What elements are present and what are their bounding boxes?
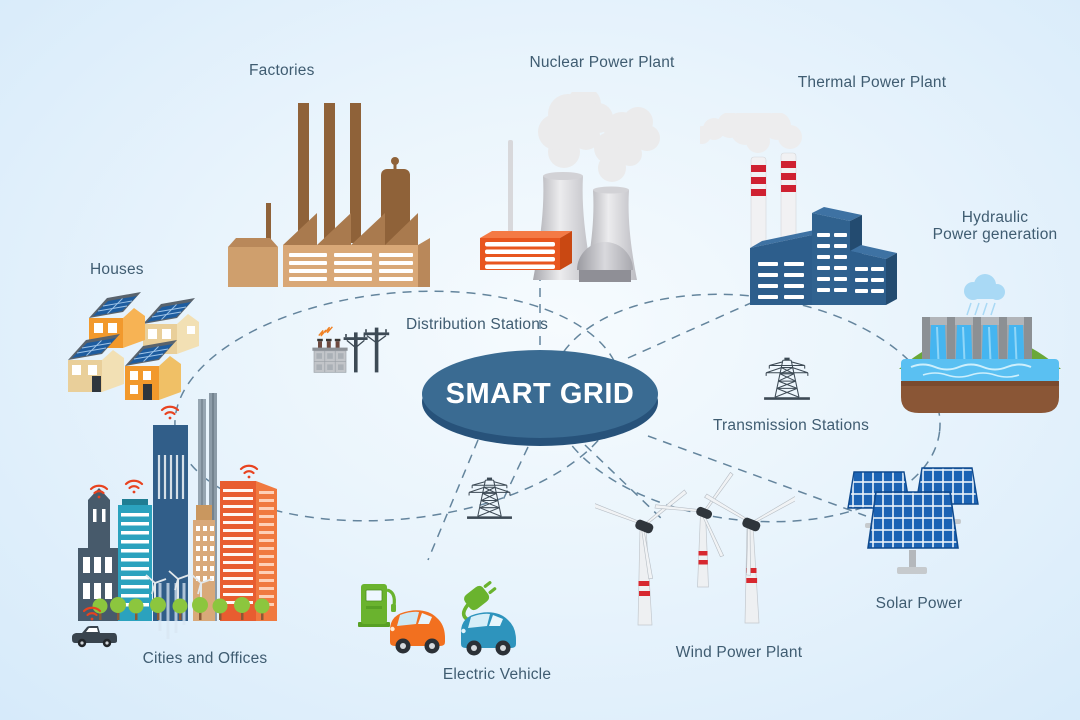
thermal-plant-icon [700,113,897,305]
utility-pole [343,332,368,373]
label-nuclear: Nuclear Power Plant [529,54,675,71]
label-hydraulic: Hydraulic Power generation [933,209,1058,243]
navy-skyscraper [153,425,188,639]
house [68,334,124,392]
label-solar-power: Solar Power [875,595,963,612]
car-icon [72,626,117,648]
line-to-ev [427,439,479,561]
earth [901,381,1059,413]
orange-tower [220,481,277,621]
solar-panels-icon [847,467,979,574]
wind-turbine [654,471,734,588]
spark-icon [318,326,333,337]
label-factories: Factories [249,62,315,79]
transmission-tower-icon [764,357,810,400]
label-hydraulic-line1: Hydraulic [961,209,1029,226]
trees [92,597,270,620]
steam-cloud [538,92,660,182]
wind-turbine [704,493,795,624]
nuclear-plant-icon [480,92,660,282]
label-thermal: Thermal Power Plant [797,74,947,91]
houses-icon [68,292,199,400]
label-wind-power-plant: Wind Power Plant [675,644,803,661]
hydro-dam-icon [899,274,1061,413]
wind-turbine [595,489,688,626]
smart-grid-ellipse: SMART GRID [422,350,658,438]
label-electric-vehicle: Electric Vehicle [442,666,552,683]
house [125,340,181,400]
wind-turbines-icon [595,471,795,626]
line-to-solar [647,435,867,517]
utility-pole [363,327,390,373]
electric-cars-icon [358,581,516,656]
mini-wind-turbines [145,570,213,607]
solar-panel [867,491,959,574]
ev-car [461,612,516,656]
city-buildings-icon [72,393,277,648]
rain-cloud-icon [964,274,1005,316]
water-pool [901,359,1059,383]
label-hydraulic-line2: Power generation [932,226,1058,243]
factory-icon [228,103,430,287]
label-cities-and-offices: Cities and Offices [142,650,268,667]
charging-station-icon [358,584,396,627]
smoke [700,113,802,153]
transformer-box [312,338,348,373]
tan-building [193,505,215,621]
label-transmission-stations: Transmission Stations [712,417,870,434]
reactor-dome [577,242,633,270]
distribution-station-icon [312,326,390,373]
wifi-icon [82,405,259,621]
label-houses: Houses [90,261,144,278]
line-to-wind [584,444,664,521]
label-distribution-stations: Distribution Stations [405,316,549,333]
smart-grid-title: SMART GRID [445,377,635,410]
ev-car [390,610,445,654]
transmission-tower-icon [467,477,512,519]
